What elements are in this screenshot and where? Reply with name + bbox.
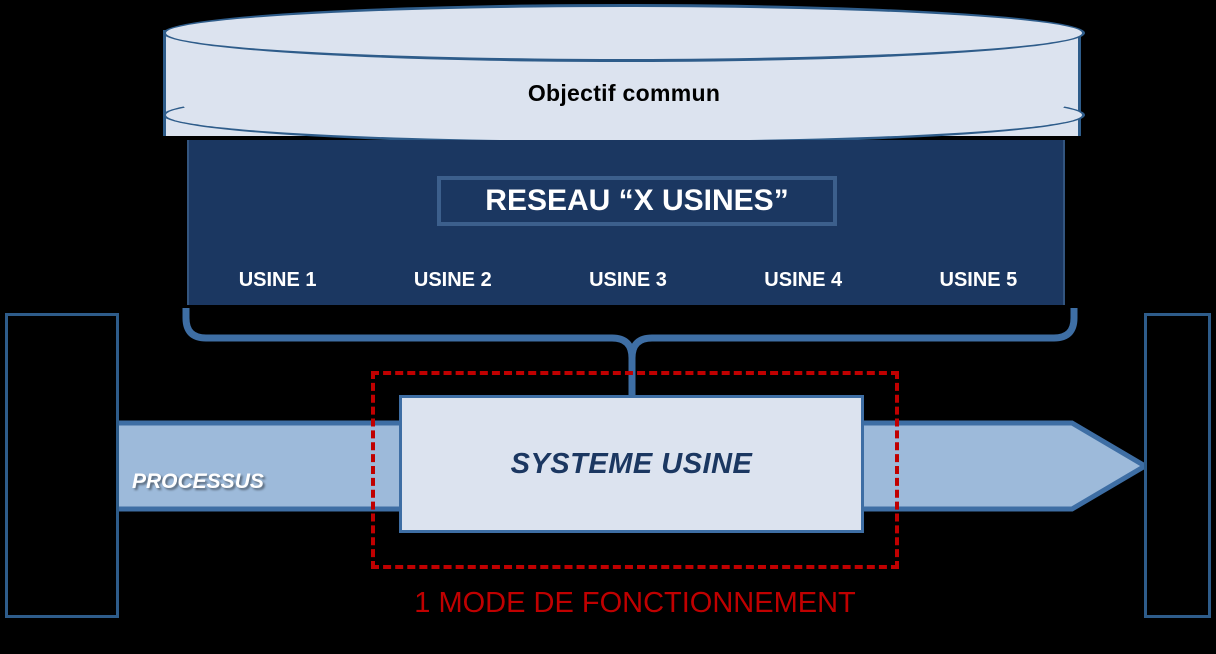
usine-item-1: USINE 1 xyxy=(238,268,317,291)
reseau-title-label: RESEAU “X USINES” xyxy=(485,184,789,217)
reseau-title-frame: RESEAU “X USINES” xyxy=(437,176,837,226)
objectif-commun-label: Objectif commun xyxy=(527,80,721,106)
usine-item-3: USINE 3 xyxy=(589,268,667,291)
usine-item-2: USINE 2 xyxy=(413,268,492,291)
processus-label: PROCESSUS xyxy=(132,470,264,493)
cylinder-bottom-ellipse xyxy=(163,86,1085,144)
right-boundary-rectangle xyxy=(1144,313,1211,618)
usine-item-4: USINE 4 xyxy=(764,268,843,291)
usine-item-5: USINE 5 xyxy=(939,268,1018,291)
systeme-usine-label: SYSTEME USINE xyxy=(510,447,753,480)
systeme-usine-box: SYSTEME USINE xyxy=(399,395,864,533)
mode-fonctionnement-caption: 1 MODE DE FONCTIONNEMENT xyxy=(414,587,856,619)
cylinder-top-ellipse xyxy=(163,4,1085,62)
mode-fonctionnement-boundary xyxy=(371,371,899,569)
usine-label-row: USINE 1 USINE 2 USINE 3 USINE 4 USINE 5 xyxy=(190,258,1066,302)
objectif-commun-cylinder: Objectif commun xyxy=(163,4,1085,150)
left-boundary-rectangle xyxy=(5,313,119,618)
